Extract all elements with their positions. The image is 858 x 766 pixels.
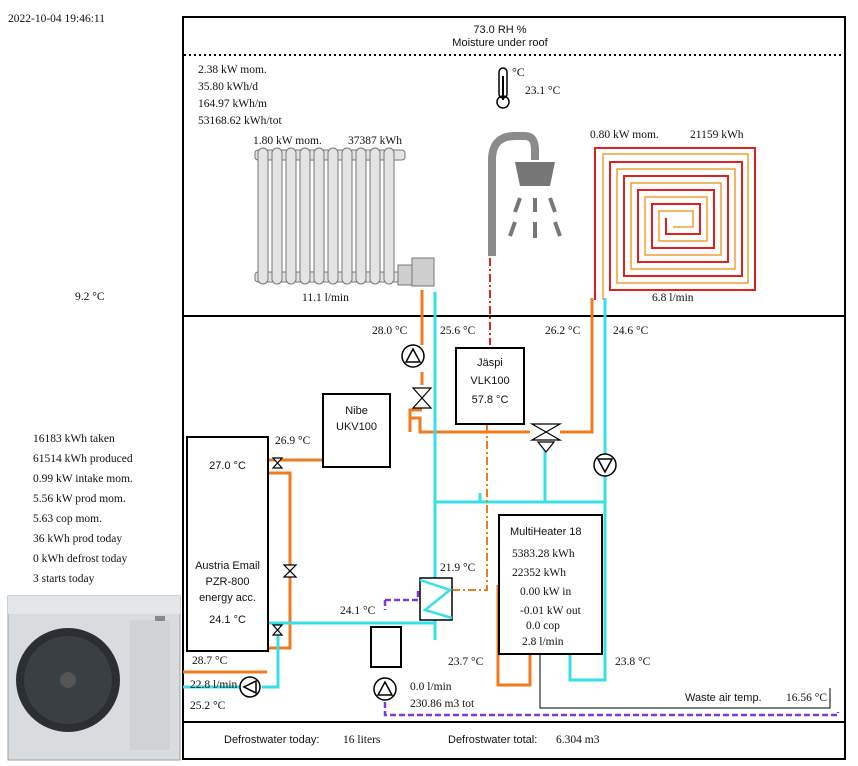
water-total: 230.86 m3 tot xyxy=(410,698,475,710)
stat-produced: 61514 kWh produced xyxy=(33,453,133,465)
temp-floor-supply: 26.2 °C xyxy=(545,325,581,337)
tank-bottom-temp: 24.1 °C xyxy=(209,614,246,626)
stat-starts-today: 3 starts today xyxy=(33,573,95,585)
room-temp: 23.1 °C xyxy=(525,85,561,97)
total-energy-all: 53168.62 kWh/tot xyxy=(198,115,282,127)
thermometer-icon xyxy=(496,67,510,109)
tank-name-3: energy acc. xyxy=(199,592,256,604)
defrost-total-value: 6.304 m3 xyxy=(556,734,600,746)
floor-heating-energy: 21159 kWh xyxy=(690,129,744,141)
tank-name-2: PZR-800 xyxy=(205,576,250,588)
floor-heating-power: 0.80 kW mom. xyxy=(590,129,659,141)
multiheater-flow: 2.8 l/min xyxy=(522,636,564,648)
multiheater-cop: 0.0 cop xyxy=(526,620,560,632)
radiator-icon xyxy=(254,147,435,287)
stat-cop-mom: 5.63 cop mom. xyxy=(33,513,102,525)
temp-multiheater-out: 23.8 °C xyxy=(615,656,651,668)
floor-heating-flow: 6.8 l/min xyxy=(652,292,694,304)
nibe-name: Nibe xyxy=(345,405,368,417)
multiheater-out: -0.01 kW out xyxy=(520,605,581,617)
waste-air-label: Waste air temp. xyxy=(685,692,762,704)
total-energy-month: 164.97 kWh/m xyxy=(198,98,267,110)
total-power-mom: 2.38 kW mom. xyxy=(198,64,267,76)
radiator-power: 1.80 kW mom. xyxy=(253,135,322,147)
multiheater-kwh-1: 5383.28 kWh xyxy=(512,548,575,560)
roof-moisture-label: Moisture under roof xyxy=(452,37,548,49)
timestamp: 2022-10-04 19:46:11 xyxy=(8,13,105,25)
temp-multiheater-in: 23.7 °C xyxy=(448,656,484,668)
jaspi-boiler: Jäspi VLK100 57.8 °C xyxy=(455,347,525,425)
temp-radiator-return: 25.6 °C xyxy=(440,325,476,337)
defrost-total-label: Defrostwater total: xyxy=(448,734,538,746)
temp-floor-return: 24.6 °C xyxy=(613,325,649,337)
multiheater-name: MultiHeater 18 xyxy=(510,526,582,538)
defrost-today-value: 16 liters xyxy=(343,734,381,746)
temp-ukv-in: 26.9 °C xyxy=(275,435,311,447)
hp-flow: 22.8 l/min xyxy=(190,679,238,691)
radiator-flow: 11.1 l/min xyxy=(302,292,349,304)
shower-icon xyxy=(488,132,562,256)
tank-name-1: Austria Email xyxy=(195,560,260,572)
temp-radiator-supply: 28.0 °C xyxy=(372,325,408,337)
stat-taken: 16183 kWh taken xyxy=(33,433,115,445)
outdoor-temp: 9.2 °C xyxy=(75,291,105,303)
tank-top-temp: 27.0 °C xyxy=(209,460,246,472)
defrost-today-label: Defrostwater today: xyxy=(224,734,320,746)
stat-defrost-today: 0 kWh defrost today xyxy=(33,553,128,565)
multiheater-kwh-2: 22352 kWh xyxy=(512,567,566,579)
accumulator-tank: 27.0 °C Austria Email PZR-800 energy acc… xyxy=(186,436,269,652)
room-temp-unit: °C xyxy=(512,65,525,79)
stat-intake-mom: 0.99 kW intake mom. xyxy=(33,473,133,485)
stat-prod-today: 36 kWh prod today xyxy=(33,533,123,545)
waste-air-temp: 16.56 °C xyxy=(786,692,828,704)
jaspi-name: Jäspi xyxy=(477,357,503,369)
nibe-ukv: Nibe UKV100 xyxy=(322,393,391,468)
temp-hx-out: 21.9 °C xyxy=(440,562,476,574)
temp-hp-supply: 28.7 °C xyxy=(192,655,228,667)
total-energy-day: 35.80 kWh/d xyxy=(198,81,259,93)
stat-prod-mom: 5.56 kW prod mom. xyxy=(33,493,126,505)
water-flow: 0.0 l/min xyxy=(410,681,452,693)
radiator-energy: 37387 kWh xyxy=(348,135,402,147)
temp-hp-return: 25.2 °C xyxy=(190,700,226,712)
roof-humidity: 73.0 RH % xyxy=(473,24,527,36)
floor-heating-icon xyxy=(594,147,756,300)
heatpump-outdoor-unit-icon xyxy=(7,595,181,761)
jaspi-model: VLK100 xyxy=(470,375,510,387)
multiheater-in: 0.00 kW in xyxy=(520,586,572,598)
nibe-model: UKV100 xyxy=(336,421,377,433)
jaspi-temp: 57.8 °C xyxy=(471,394,509,406)
temp-loop-left: 24.1 °C xyxy=(340,605,376,617)
multiheater: MultiHeater 18 5383.28 kWh 22352 kWh 0.0… xyxy=(498,514,603,655)
